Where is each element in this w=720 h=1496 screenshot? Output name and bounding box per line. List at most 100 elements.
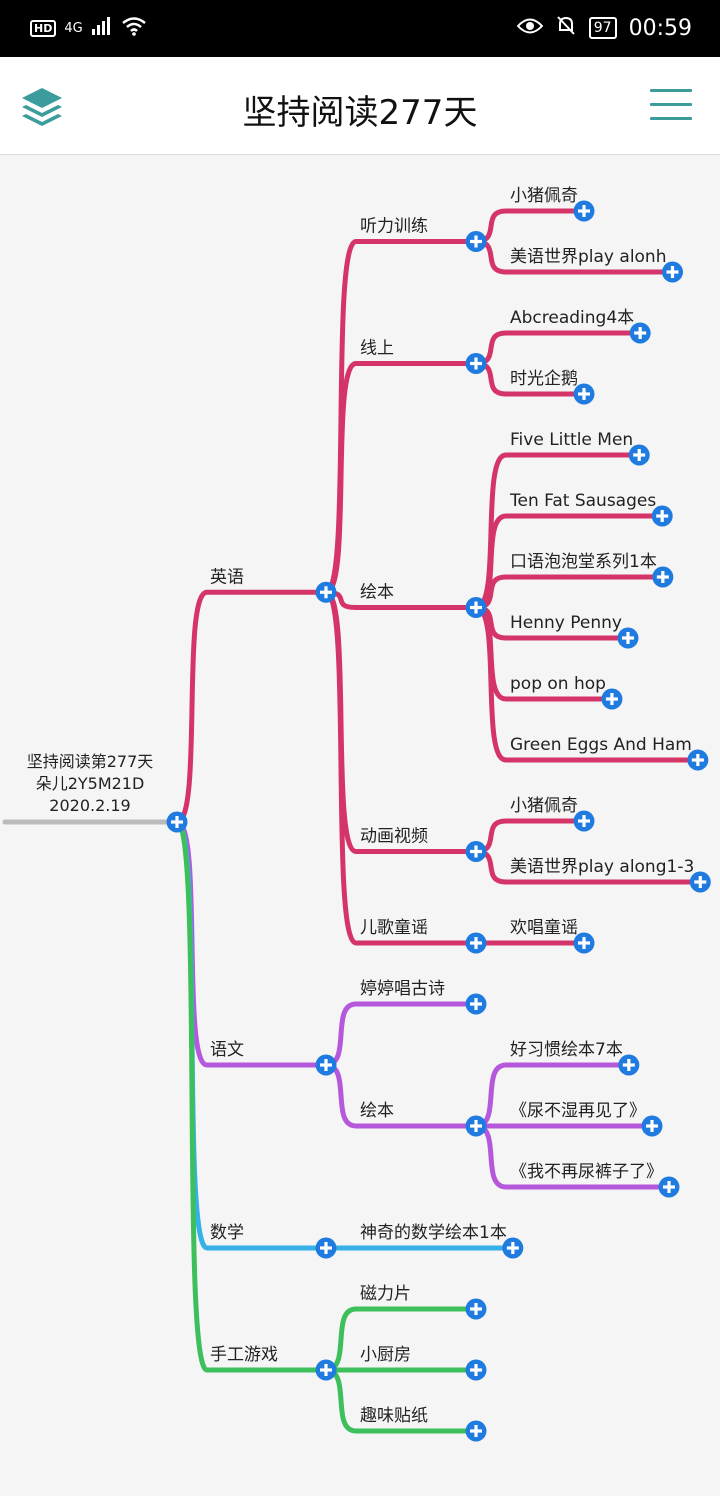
eye-icon [516, 16, 544, 41]
node-label: Henny Penny [510, 613, 622, 633]
connector [473, 605, 701, 763]
node-label: 欢唱童谣 [510, 918, 578, 938]
expand-button[interactable] [465, 1359, 487, 1381]
node-label: 英语 [210, 567, 244, 587]
node-label: 小猪佩奇 [510, 796, 578, 816]
connector-lines [2, 208, 703, 1434]
connector [174, 819, 329, 1373]
expand-button[interactable] [652, 566, 674, 588]
node-label: 绘本 [360, 1101, 394, 1121]
mindmap-canvas[interactable]: 坚持阅读第277天朵儿2Y5M21D2020.2.19听力训练小猪佩奇美语世界p… [0, 155, 720, 1496]
expand-button[interactable] [465, 1115, 487, 1137]
connector [323, 1001, 479, 1068]
node-label: 时光企鹅 [510, 369, 578, 389]
node-label: Five Little Men [510, 430, 633, 450]
expand-button[interactable] [465, 353, 487, 374]
expand-button[interactable] [573, 810, 595, 832]
connector [323, 589, 479, 610]
expand-button[interactable] [658, 1176, 680, 1198]
connector [473, 208, 587, 244]
node-label: 线上 [360, 339, 394, 359]
node-label: Ten Fat Sausages [509, 491, 656, 511]
layers-icon [22, 88, 62, 126]
node-label: 美语世界play along1-3 [510, 857, 694, 877]
app-header: 坚持阅读277天 [0, 57, 720, 155]
expand-button[interactable] [573, 200, 595, 222]
root-expand-button[interactable] [166, 811, 188, 833]
expand-button[interactable] [689, 871, 711, 893]
node-label: 好习惯绘本7本 [510, 1040, 623, 1060]
expand-button[interactable] [315, 581, 337, 603]
expand-button[interactable] [465, 841, 487, 862]
menu-button[interactable] [650, 89, 692, 121]
expand-button[interactable] [641, 1115, 663, 1137]
node-label: 口语泡泡堂系列1本 [510, 552, 657, 572]
expand-button[interactable] [628, 444, 650, 466]
expand-button[interactable] [573, 383, 595, 405]
signal-bars-icon [91, 17, 113, 39]
connector [323, 361, 479, 595]
node-label: 小猪佩奇 [510, 186, 578, 206]
bell-muted-icon [555, 14, 577, 42]
node-label: 磁力片 [360, 1284, 411, 1304]
hd-badge: HD [30, 19, 57, 37]
node-label: 儿歌童谣 [360, 918, 428, 938]
node-label: 《尿不湿再见了》 [510, 1101, 646, 1121]
connector [473, 330, 643, 366]
expand-button[interactable] [465, 932, 487, 954]
connector [323, 239, 479, 595]
status-left: HD 4G [30, 16, 147, 40]
node-label: 趣味贴纸 [360, 1406, 428, 1426]
connector [323, 1062, 479, 1129]
expand-button[interactable] [687, 749, 709, 771]
status-bar: HD 4G 97 00:59 [0, 0, 720, 57]
expand-button[interactable] [315, 1359, 337, 1381]
network-type: 4G [64, 20, 83, 36]
expand-button[interactable] [465, 1298, 487, 1320]
expand-button[interactable] [601, 688, 623, 710]
connector [174, 589, 329, 825]
hamburger-menu-icon [650, 89, 692, 92]
expand-button[interactable] [465, 1420, 487, 1442]
connector [174, 819, 329, 1251]
expand-button[interactable] [315, 1054, 337, 1076]
page-title: 坚持阅读277天 [242, 93, 478, 133]
connector [174, 819, 329, 1068]
expand-button[interactable] [651, 505, 673, 527]
node-label: 美语世界play alonh [510, 247, 667, 267]
wifi-icon [121, 16, 147, 40]
root-label: 朵儿2Y5M21D [36, 774, 145, 793]
status-right: 97 00:59 [516, 14, 692, 42]
expand-button[interactable] [618, 1054, 640, 1076]
layers-button[interactable] [20, 86, 64, 128]
connector [323, 589, 479, 854]
node-label: 绘本 [360, 583, 394, 603]
expand-button[interactable] [465, 231, 487, 252]
connector [473, 818, 587, 854]
expand-buttons[interactable] [166, 200, 711, 1442]
node-label: Green Eggs And Ham [510, 735, 692, 755]
node-label: 动画视频 [360, 827, 428, 847]
expand-button[interactable] [573, 932, 595, 954]
node-label: 语文 [210, 1040, 244, 1060]
connector [323, 589, 479, 946]
expand-button[interactable] [662, 261, 683, 283]
expand-button[interactable] [465, 597, 487, 618]
root-label: 2020.2.19 [49, 796, 130, 815]
battery-indicator: 97 [588, 17, 617, 39]
node-label: 手工游戏 [210, 1345, 278, 1365]
node-label: 数学 [210, 1223, 244, 1243]
expand-button[interactable] [629, 322, 651, 344]
expand-button[interactable] [617, 627, 639, 649]
node-labels: 坚持阅读第277天朵儿2Y5M21D2020.2.19听力训练小猪佩奇美语世界p… [27, 186, 695, 1426]
connector [473, 574, 666, 610]
expand-button[interactable] [465, 993, 487, 1015]
connector [473, 452, 642, 610]
node-label: 神奇的数学绘本1本 [360, 1223, 507, 1243]
expand-button[interactable] [502, 1237, 524, 1259]
node-label: Abcreading4本 [510, 308, 634, 328]
clock: 00:59 [628, 15, 692, 41]
node-label: 听力训练 [360, 217, 428, 237]
node-label: 婷婷唱古诗 [360, 979, 445, 999]
expand-button[interactable] [315, 1237, 337, 1259]
